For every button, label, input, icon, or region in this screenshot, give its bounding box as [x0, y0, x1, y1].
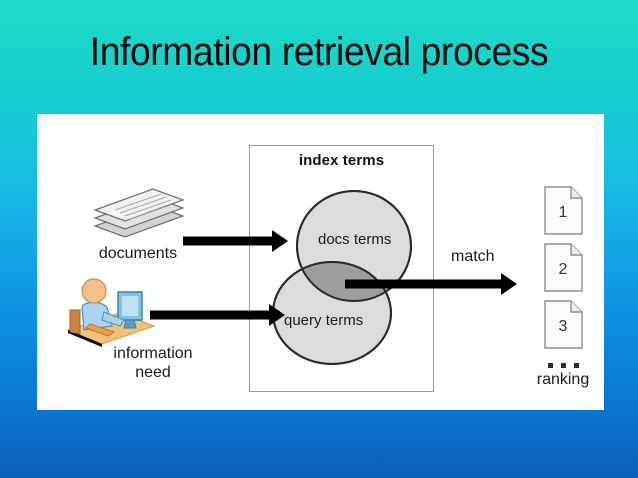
- ranking-label: ranking: [536, 371, 590, 388]
- information-need-label: information need: [83, 344, 223, 382]
- information-need-line1: information: [113, 345, 193, 362]
- query-terms-label: query terms: [284, 312, 364, 329]
- result-page-number: 3: [558, 318, 568, 335]
- arrow-shaft: [150, 310, 271, 320]
- arrow-head: [272, 230, 288, 252]
- arrow-head: [501, 273, 517, 295]
- result-page-number: 1: [558, 204, 568, 221]
- dot: [547, 363, 553, 368]
- documents-label: documents: [98, 245, 178, 262]
- result-page-3: 3: [543, 300, 583, 349]
- ranking-ellipsis-dots: [526, 355, 600, 368]
- content-panel: index terms docs terms query terms: [37, 114, 604, 410]
- dot: [560, 363, 566, 368]
- arrow-match-to-ranking: [345, 273, 517, 295]
- information-retrieval-diagram: index terms docs terms query terms: [37, 114, 604, 410]
- information-need-line2: need: [135, 364, 171, 381]
- arrow-shaft: [183, 236, 274, 246]
- ranking-results-column: 1 2 3: [526, 186, 600, 396]
- arrow-information-need-to-index: [150, 304, 285, 326]
- result-page-2: 2: [543, 243, 583, 292]
- match-label: match: [451, 248, 495, 265]
- arrow-head: [269, 304, 285, 326]
- arrow-documents-to-index: [183, 230, 288, 252]
- arrow-shaft: [345, 279, 503, 289]
- dot: [573, 363, 579, 368]
- index-terms-frame: [249, 145, 434, 392]
- result-page-number: 2: [558, 261, 568, 278]
- documents-stack-icon: [91, 180, 187, 238]
- person-at-computer-icon: [62, 274, 158, 348]
- index-terms-label: index terms: [298, 152, 385, 169]
- page-title: Information retrieval process: [89, 30, 549, 74]
- result-page-1: 1: [543, 186, 583, 235]
- docs-terms-label: docs terms: [318, 231, 392, 248]
